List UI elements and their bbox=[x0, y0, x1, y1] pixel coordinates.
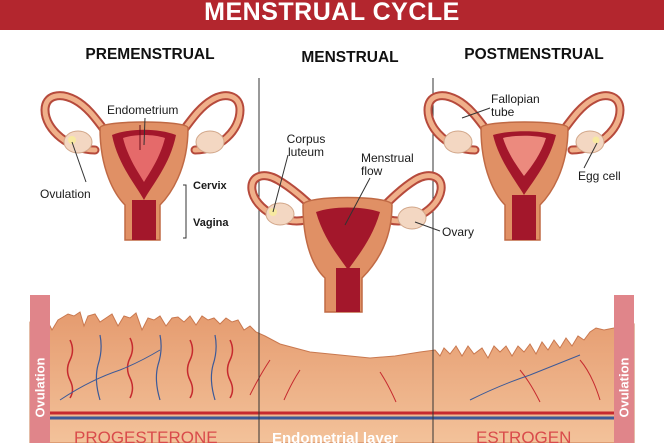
bottom-label-estrogen: ESTROGEN bbox=[476, 428, 571, 443]
label-ovulation: Ovulation bbox=[40, 188, 91, 201]
label-corpus-luteum-line2: luteum bbox=[276, 146, 336, 159]
label-menstrual-flow-line2: flow bbox=[361, 165, 414, 178]
bottom-label-endometrial-layer: Endometrial layer bbox=[272, 430, 398, 443]
label-corpus-luteum: Corpus luteum bbox=[276, 133, 336, 159]
label-fallopian-tube: Fallopian tube bbox=[491, 93, 540, 119]
label-endometrium: Endometrium bbox=[107, 104, 178, 117]
side-label-ovulation-right: Ovulation bbox=[617, 342, 632, 418]
uterus-menstrual bbox=[252, 176, 441, 312]
label-cervix: Cervix bbox=[193, 180, 227, 193]
label-ovary: Ovary bbox=[442, 226, 474, 239]
label-fallopian-tube-line2: tube bbox=[491, 106, 540, 119]
label-vagina: Vagina bbox=[193, 217, 228, 230]
endometrial-section bbox=[30, 295, 634, 443]
label-egg-cell: Egg cell bbox=[578, 170, 621, 183]
side-label-ovulation-left: Ovulation bbox=[33, 342, 48, 418]
label-menstrual-flow: Menstrual flow bbox=[361, 152, 414, 178]
bottom-label-progesterone: PROGESTERONE bbox=[74, 428, 218, 443]
